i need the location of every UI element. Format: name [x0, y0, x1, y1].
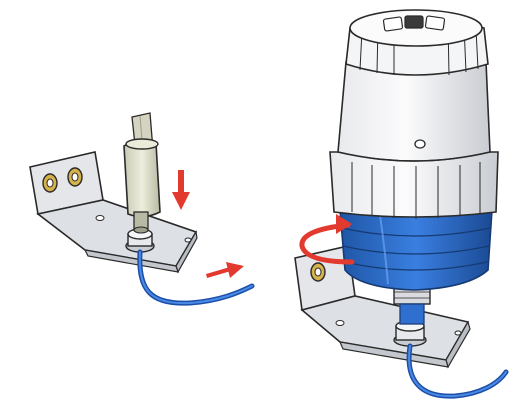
sensor-stem	[393, 285, 431, 325]
left-screw-2	[67, 167, 83, 187]
left-step-group	[29, 112, 255, 306]
red-arrow-rotate	[299, 214, 355, 265]
left-screw-1	[42, 173, 58, 193]
right-screw	[310, 262, 326, 282]
sensor-top-dial	[382, 15, 446, 32]
red-arrow-right	[206, 262, 244, 278]
right-step-group	[294, 9, 509, 399]
sensor-housing	[329, 9, 499, 219]
blue-threaded-collar	[339, 209, 493, 291]
right-terminal-nut	[393, 320, 427, 347]
left-connector-plug	[123, 112, 161, 234]
red-arrow-down	[172, 170, 190, 210]
